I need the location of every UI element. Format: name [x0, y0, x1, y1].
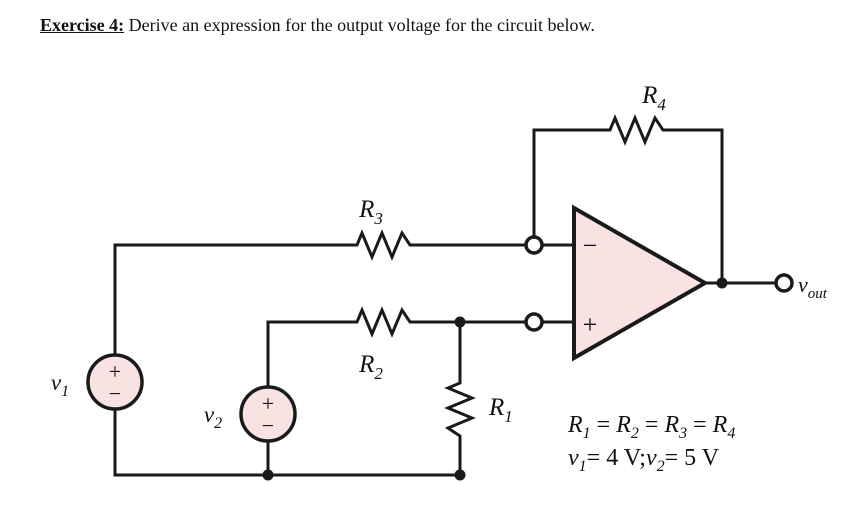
resistor-R4-label: R4	[641, 82, 666, 114]
voltage-source-v2-plus: +	[262, 391, 274, 416]
output-terminal-label: vout	[798, 272, 828, 302]
resistor-R1-zigzag	[444, 378, 476, 444]
resistor-R1-label: R1	[488, 394, 513, 426]
wire-v1-to-r3	[113, 243, 354, 357]
voltage-source-v1-label: v1	[51, 370, 69, 400]
opamp-noninverting-sign: +	[583, 310, 598, 339]
resistor-R2: R2	[352, 306, 418, 383]
voltage-source-v1: + − v1	[51, 353, 144, 411]
inverting-input-terminal	[524, 235, 544, 255]
node-dot-r1-ground	[454, 469, 466, 481]
exercise-prompt-text: Derive an expression for the output volt…	[128, 15, 595, 35]
voltage-source-v2-label: v2	[204, 402, 222, 432]
annotation-source-values: v1= 4 V;v2= 5 V	[568, 445, 720, 475]
voltage-source-v1-minus: −	[109, 381, 121, 406]
voltage-source-v2-body	[239, 385, 297, 443]
exercise-label: Exercise 4:	[40, 15, 125, 35]
opamp: − +	[572, 204, 710, 362]
wire-v2-to-r2	[266, 320, 354, 389]
resistor-R4-zigzag	[605, 114, 671, 146]
opamp-inverting-sign: −	[583, 231, 598, 260]
voltage-source-v1-body	[86, 353, 144, 411]
annotation-resistance-relation: R1 = R2 = R3 = R4	[567, 412, 735, 442]
wire-feedback-right	[669, 128, 724, 285]
resistor-R1: R1	[444, 378, 513, 444]
output-terminal-circle	[774, 273, 794, 293]
voltage-source-v1-plus: +	[109, 359, 121, 384]
node-dot-r1-top	[454, 316, 466, 328]
resistor-R2-label: R2	[358, 351, 383, 383]
resistor-R3-zigzag	[352, 229, 418, 261]
noninverting-input-terminal	[524, 312, 544, 332]
resistor-R4: R4	[605, 82, 671, 146]
node-dot-v2-ground	[262, 469, 274, 481]
resistor-R2-zigzag	[352, 306, 418, 338]
opamp-triangle	[572, 204, 710, 362]
wire-feedback-left	[532, 128, 607, 247]
resistor-R3: R3	[352, 196, 418, 261]
voltage-source-v2: + − v2	[204, 385, 297, 443]
page-title: Exercise 4: Derive an expression for the…	[40, 14, 595, 36]
resistor-R3-label: R3	[358, 196, 383, 228]
voltage-source-v2-minus: −	[262, 413, 274, 438]
annotation-equations: R1 = R2 = R3 = R4 v1= 4 V;v2= 5 V	[567, 412, 735, 475]
node-dot-output	[716, 277, 728, 289]
